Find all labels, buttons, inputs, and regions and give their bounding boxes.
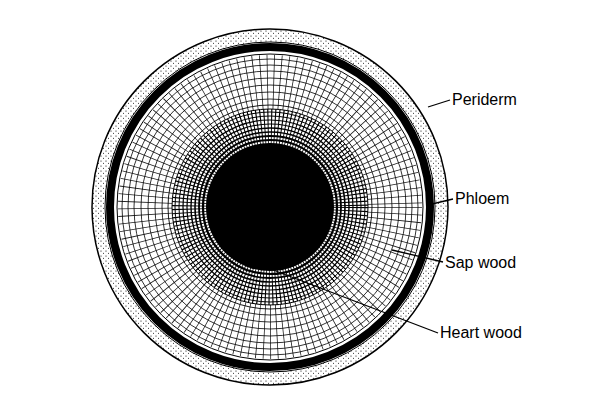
leader-lines (268, 100, 453, 333)
part-label: Periderm (452, 91, 517, 109)
phloem-ring (110, 47, 430, 367)
part-label: Phloem (455, 190, 509, 208)
heart-wood (172, 109, 368, 305)
part-label: Heart wood (440, 324, 522, 342)
part-label: Sap wood (445, 254, 516, 272)
sap-wood (117, 54, 423, 360)
periderm-band (92, 29, 448, 385)
